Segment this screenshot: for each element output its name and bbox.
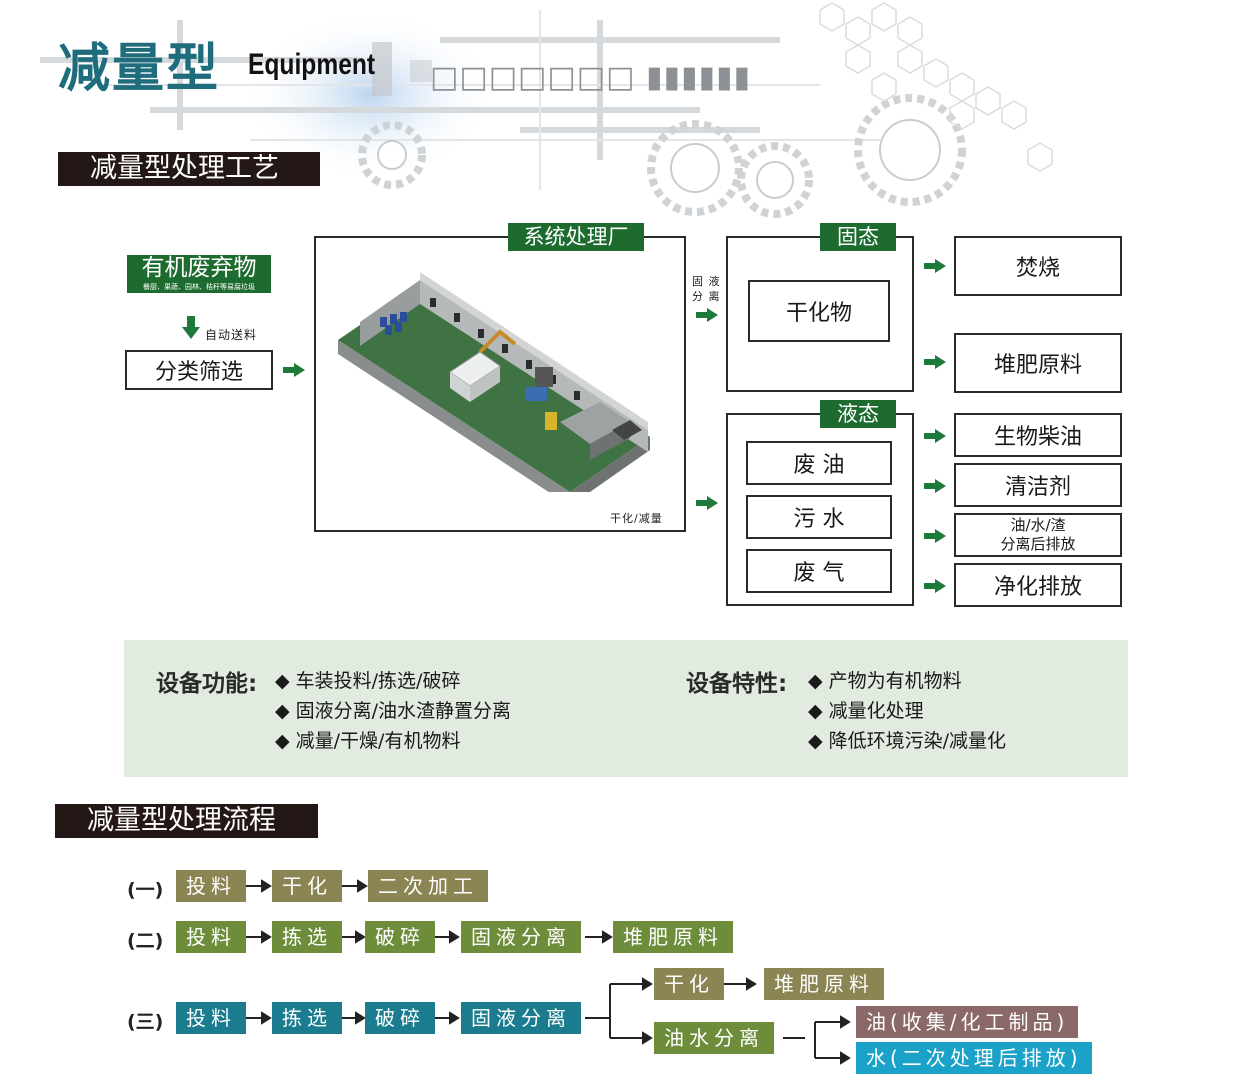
flow-row-3-sub-water: 水(二次处理后排放) <box>856 1042 1092 1074</box>
liquid-item-water: 污 水 <box>746 495 892 539</box>
flow-row-2-step-1: 投料 <box>176 921 246 953</box>
input-title: 有机废弃物 <box>141 255 257 281</box>
right-arrow-icon <box>924 529 946 543</box>
output-separation-line2: 分离后排放 <box>1000 535 1076 553</box>
output-detergent: 清洁剂 <box>954 463 1122 507</box>
output-purified: 净化排放 <box>954 563 1122 607</box>
plant-caption: 干化/减量 <box>610 512 663 525</box>
page-title: 减量型 <box>58 38 221 99</box>
features-list: ◆ 产物为有机物料 ◆ 减量化处理 ◆ 降低环境污染/减量化 <box>808 666 1006 756</box>
auto-feed-label: 自动送料 <box>205 328 258 342</box>
list-item: ◆ 降低环境污染/减量化 <box>808 730 1007 752</box>
flow-row-1-step-1: 投料 <box>176 870 246 902</box>
right-arrow-icon <box>696 496 718 510</box>
down-arrow-icon <box>182 316 200 339</box>
plant-tag: 系统处理厂 <box>508 223 644 251</box>
flow-row-3-step-4: 固液分离 <box>461 1002 581 1034</box>
list-item: ◆ 减量/干燥/有机物料 <box>275 730 461 752</box>
flow-row-3-branch-b: 油水分离 <box>654 1022 774 1054</box>
solid-tag: 固态 <box>820 223 896 251</box>
tech-background-graphic <box>40 2 1053 218</box>
right-arrow-icon <box>924 479 946 493</box>
right-arrow-icon <box>924 579 946 593</box>
liquid-item-gas: 废 气 <box>746 549 892 593</box>
sort-box: 分类筛选 <box>125 350 273 390</box>
flow-row-3-sub-oil: 油(收集/化工制品) <box>856 1006 1079 1038</box>
flow-row-2-step-4: 固液分离 <box>461 921 581 953</box>
right-arrow-icon <box>924 259 946 273</box>
output-separation: 油/水/渣 分离后排放 <box>954 513 1122 557</box>
flow-row-1-step-2: 干化 <box>272 870 342 902</box>
plant-illustration <box>338 272 650 492</box>
output-separation-line1: 油/水/渣 <box>1010 516 1066 534</box>
flow-row-3-step-1: 投料 <box>176 1002 246 1034</box>
flow-row-2-step-3: 破碎 <box>365 921 435 953</box>
flow-row-3-label: (三) <box>127 1011 164 1033</box>
liquid-item-oil: 废 油 <box>746 441 892 485</box>
flow-row-3-branch-a-step-1: 干化 <box>654 968 724 1000</box>
output-compost: 堆肥原料 <box>954 333 1122 393</box>
output-incineration: 焚烧 <box>954 236 1122 296</box>
liquid-tag: 液态 <box>820 400 896 428</box>
functions-label: 设备功能: <box>156 671 258 697</box>
right-arrow-icon <box>696 308 718 322</box>
list-item: ◆ 固液分离/油水渣静置分离 <box>275 700 512 722</box>
right-arrow-icon <box>283 363 305 377</box>
input-label-block: 有机废弃物 餐厨、果蔬、园林、秸秆等易腐垃圾 <box>127 255 271 293</box>
flow-row-1-label: (一) <box>127 879 164 901</box>
section-title-process: 减量型处理工艺 <box>58 152 320 186</box>
list-item: ◆ 车装投料/拣选/破碎 <box>275 670 461 692</box>
flow-row-2-label: (二) <box>127 930 164 952</box>
right-arrow-icon <box>924 355 946 369</box>
flow-row-2-step-2: 拣选 <box>272 921 342 953</box>
features-label: 设备特性: <box>686 671 788 697</box>
output-biodiesel: 生物柴油 <box>954 413 1122 457</box>
flow-row-3-branch-a-step-2: 堆肥原料 <box>764 968 884 1000</box>
decorative-header-text: □□□□□□□ ▮▮▮▮▮▮ <box>430 60 752 95</box>
page-subtitle: Equipment <box>248 48 376 81</box>
section-title-flow: 减量型处理流程 <box>55 804 318 838</box>
flow-row-3-step-2: 拣选 <box>272 1002 342 1034</box>
list-item: ◆ 减量化处理 <box>808 700 924 722</box>
flow-row-2-step-5: 堆肥原料 <box>613 921 733 953</box>
solid-item-box: 干化物 <box>748 280 890 342</box>
flow-row-3-step-3: 破碎 <box>365 1002 435 1034</box>
list-item: ◆ 产物为有机物料 <box>808 670 962 692</box>
functions-list: ◆ 车装投料/拣选/破碎 ◆ 固液分离/油水渣静置分离 ◆ 减量/干燥/有机物料 <box>275 666 511 756</box>
split-label-top: 固 液 <box>692 275 721 288</box>
info-panel <box>124 640 1128 777</box>
right-arrow-icon <box>924 429 946 443</box>
input-note: 餐厨、果蔬、园林、秸秆等易腐垃圾 <box>143 283 255 291</box>
split-label-bottom: 分 离 <box>692 290 721 303</box>
flow-row-1-step-3: 二次加工 <box>368 870 488 902</box>
